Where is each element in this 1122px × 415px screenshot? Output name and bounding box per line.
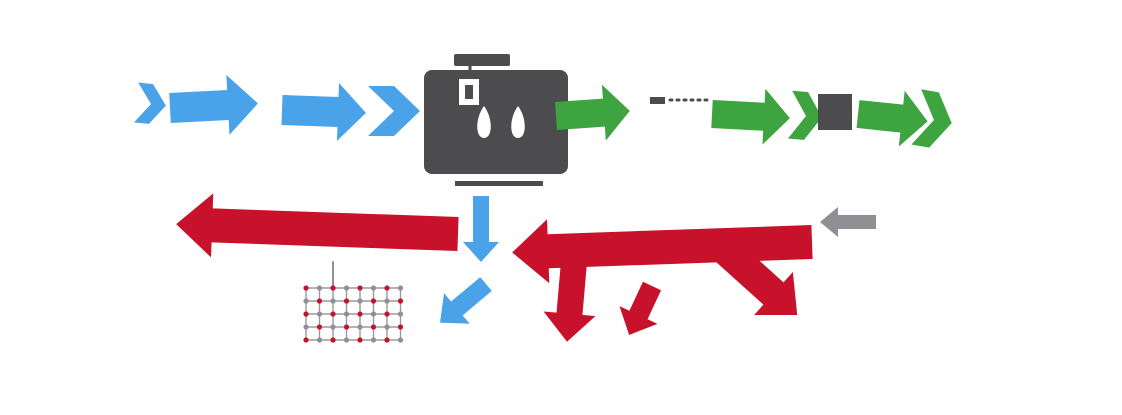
crystal-lattice: [303, 285, 404, 343]
blue-down-arrow: [463, 196, 499, 262]
red-down-arrow-1: [543, 260, 596, 342]
red-diagonal-arrow: [703, 228, 798, 316]
green-chevron-2: [911, 89, 952, 148]
green-arrow-2: [711, 88, 790, 145]
dash-marker: [650, 97, 665, 104]
green-arrow-3: [856, 90, 928, 147]
red-down-arrow-2: [619, 281, 662, 335]
green-arrow-1: [555, 84, 630, 141]
substrate-square: [818, 94, 852, 130]
blue-diagonal-arrow: [440, 277, 492, 324]
blue-chevron-start: [133, 82, 166, 124]
gray-arrow: [820, 207, 876, 237]
red-arrow-chain-left: [176, 193, 459, 258]
green-chevron-1: [787, 90, 822, 140]
red-arrow-chain-right: [512, 219, 813, 284]
blue-arrow-2: [281, 82, 366, 141]
blue-arrow-1: [169, 75, 258, 135]
tube-furnace: [424, 54, 568, 186]
blue-chevron-2: [368, 86, 420, 136]
